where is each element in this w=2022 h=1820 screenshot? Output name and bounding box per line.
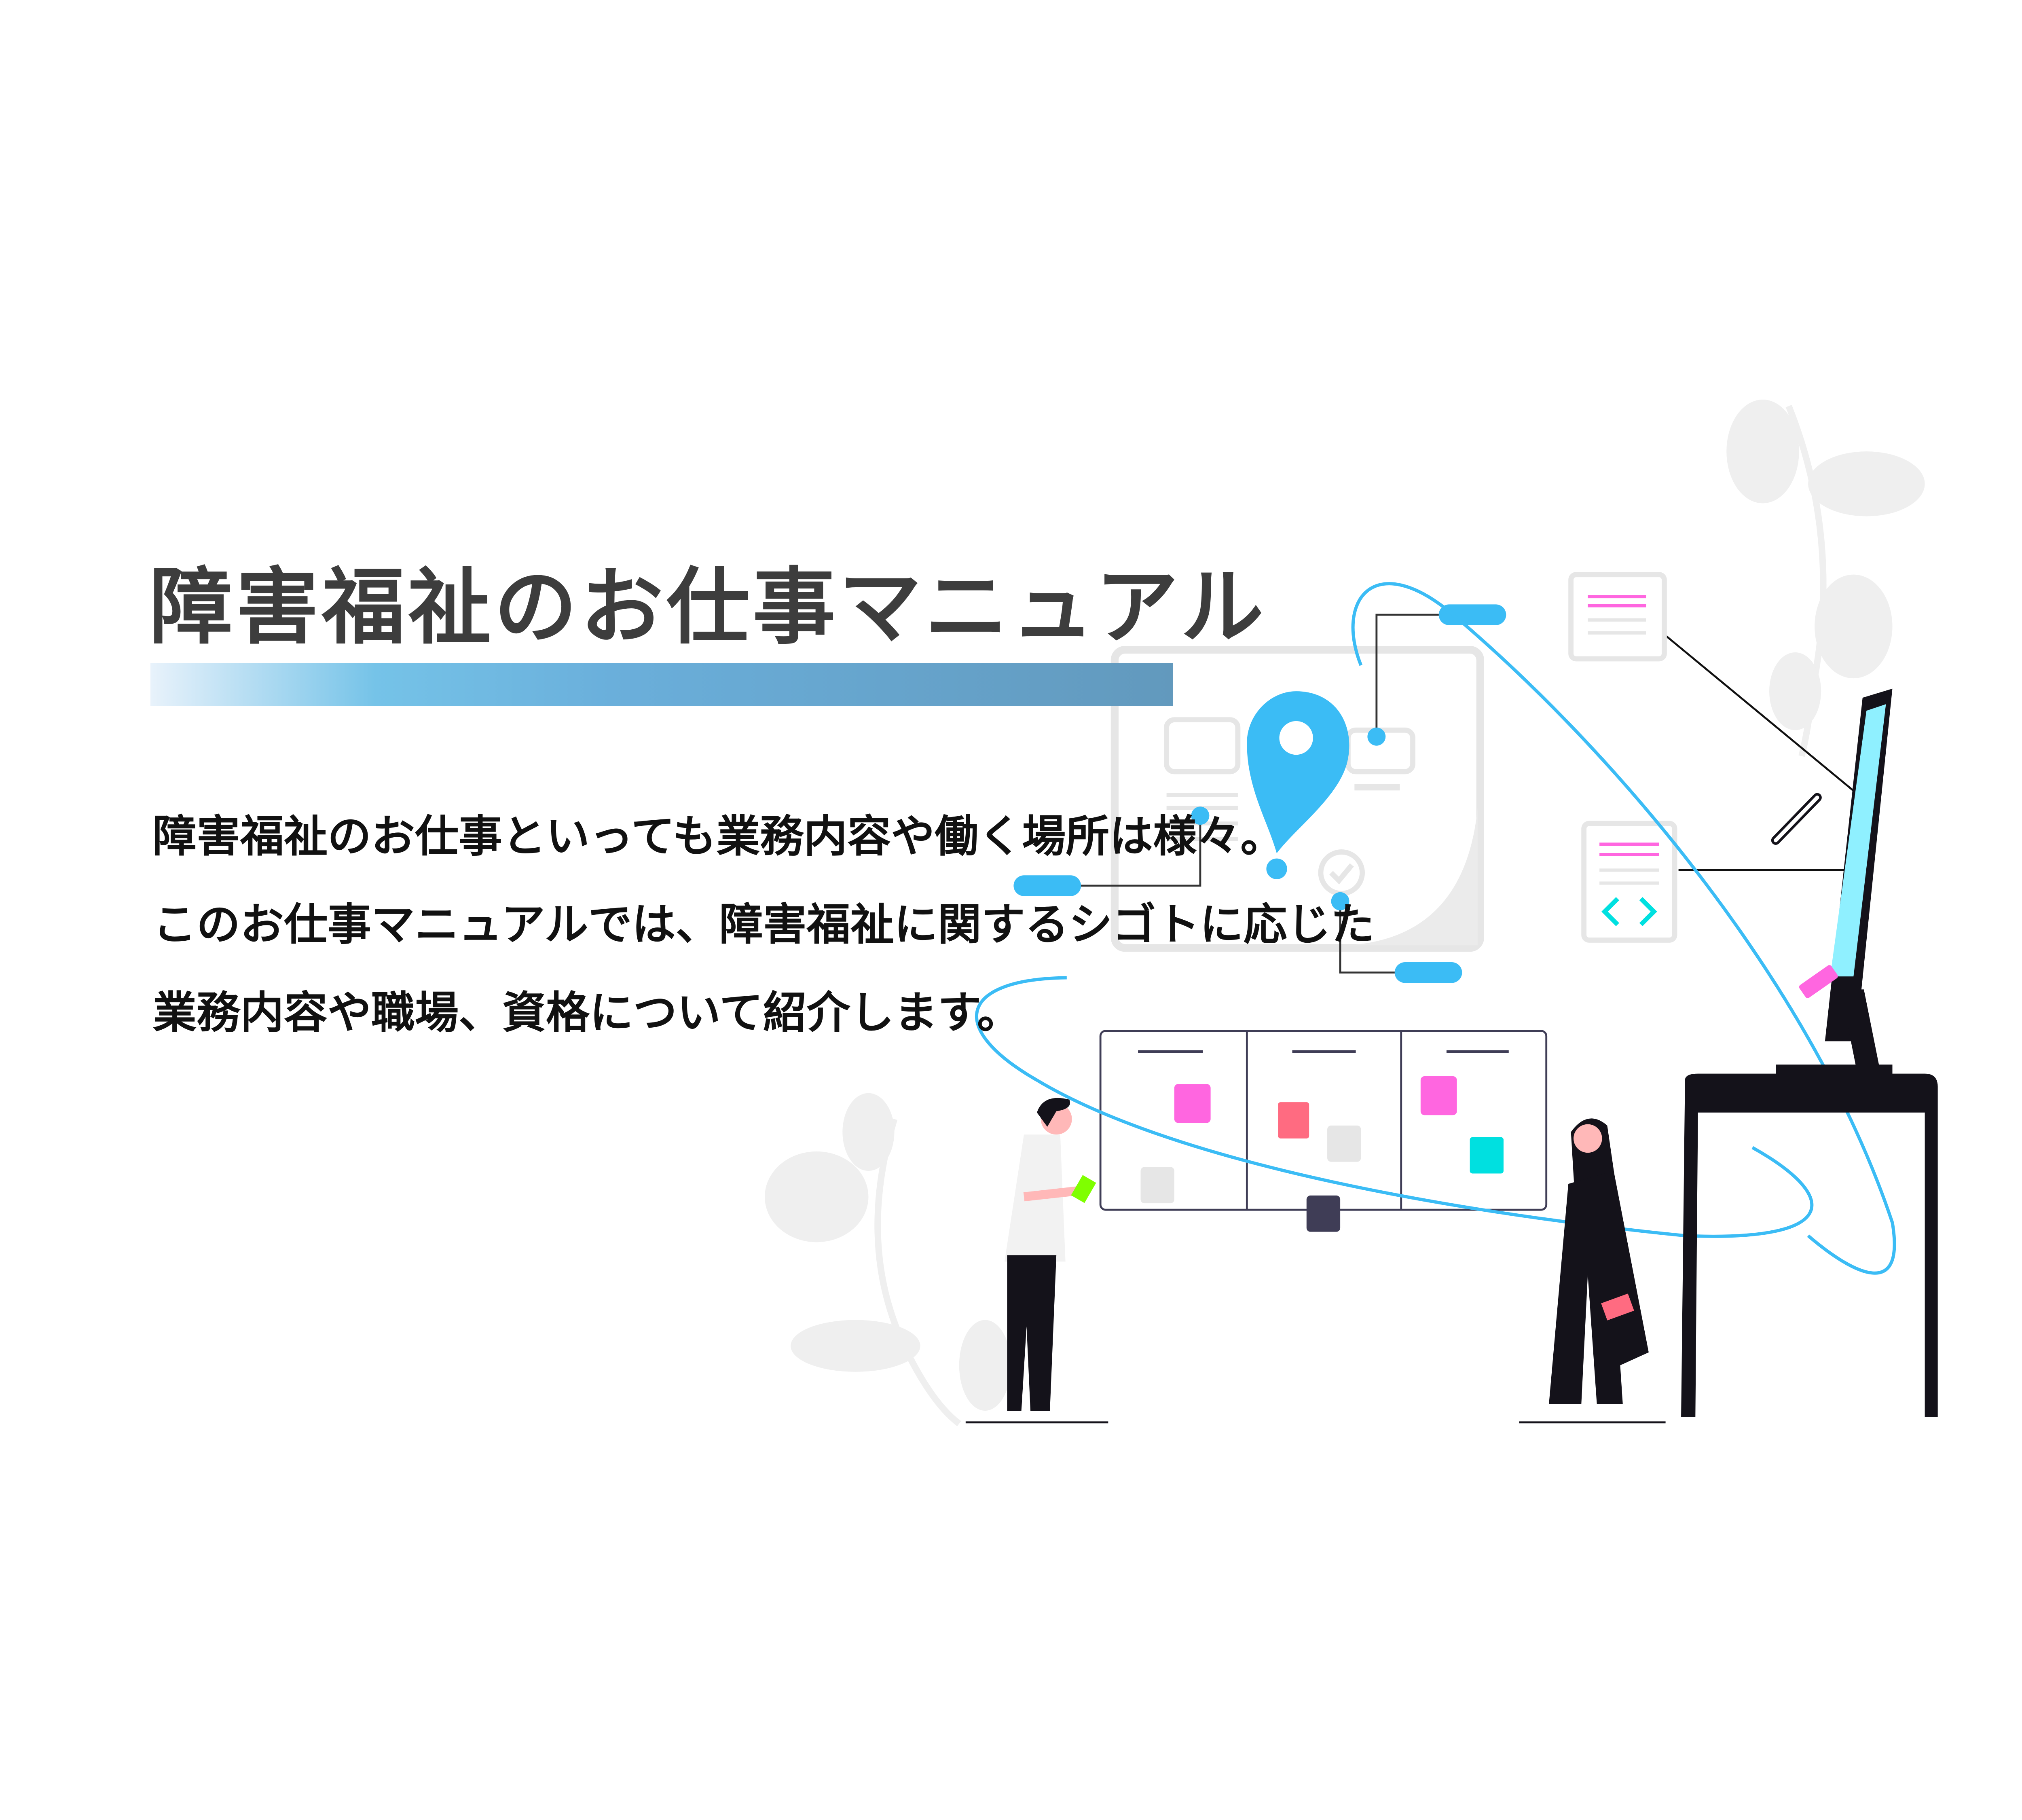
sticky-note xyxy=(1278,1102,1309,1139)
sticky-note xyxy=(1140,1167,1174,1204)
page-title: 障害福祉のお仕事マニュアル xyxy=(150,559,1267,656)
location-pin-icon xyxy=(1247,691,1349,879)
intro-line-1: 障害福祉のお仕事といっても業務内容や働く場所は様々。 xyxy=(153,811,1284,862)
sticky-note xyxy=(1799,965,1838,998)
sticky-note xyxy=(1420,1076,1457,1115)
desk xyxy=(1681,1064,1938,1418)
title-underline-gradient-bar xyxy=(150,663,1173,706)
code-brackets-icon xyxy=(1601,897,1657,927)
sticky-note xyxy=(1174,1084,1211,1123)
kanban-board xyxy=(1099,1030,1548,1232)
connector-dots xyxy=(1013,604,1506,983)
connectors xyxy=(1047,614,1867,974)
orbit-lines xyxy=(975,582,1896,1275)
sticky-note xyxy=(1327,1125,1361,1162)
intro-text: 障害福祉のお仕事といっても業務内容や働く場所は様々。 このお仕事マニュアルでは、… xyxy=(153,793,1375,1057)
code-card xyxy=(1581,821,1677,943)
label-pill xyxy=(1013,875,1081,896)
label-pill xyxy=(1394,962,1462,983)
document-card xyxy=(1568,572,1667,662)
sticky-note xyxy=(1470,1137,1504,1174)
sticky-note xyxy=(1306,1195,1341,1232)
monitor xyxy=(1771,688,1893,1067)
intro-line-3: 業務内容や職場、資格について紹介します。 xyxy=(153,988,1021,1038)
label-pill xyxy=(1438,604,1506,625)
person-man xyxy=(965,1098,1108,1424)
person-woman xyxy=(1519,1118,1666,1424)
plant-top-right xyxy=(1726,399,1925,757)
intro-line-2: このお仕事マニュアルでは、障害福祉に関するシゴトに応じた xyxy=(153,899,1375,950)
plant-bottom-left xyxy=(765,1093,1011,1426)
